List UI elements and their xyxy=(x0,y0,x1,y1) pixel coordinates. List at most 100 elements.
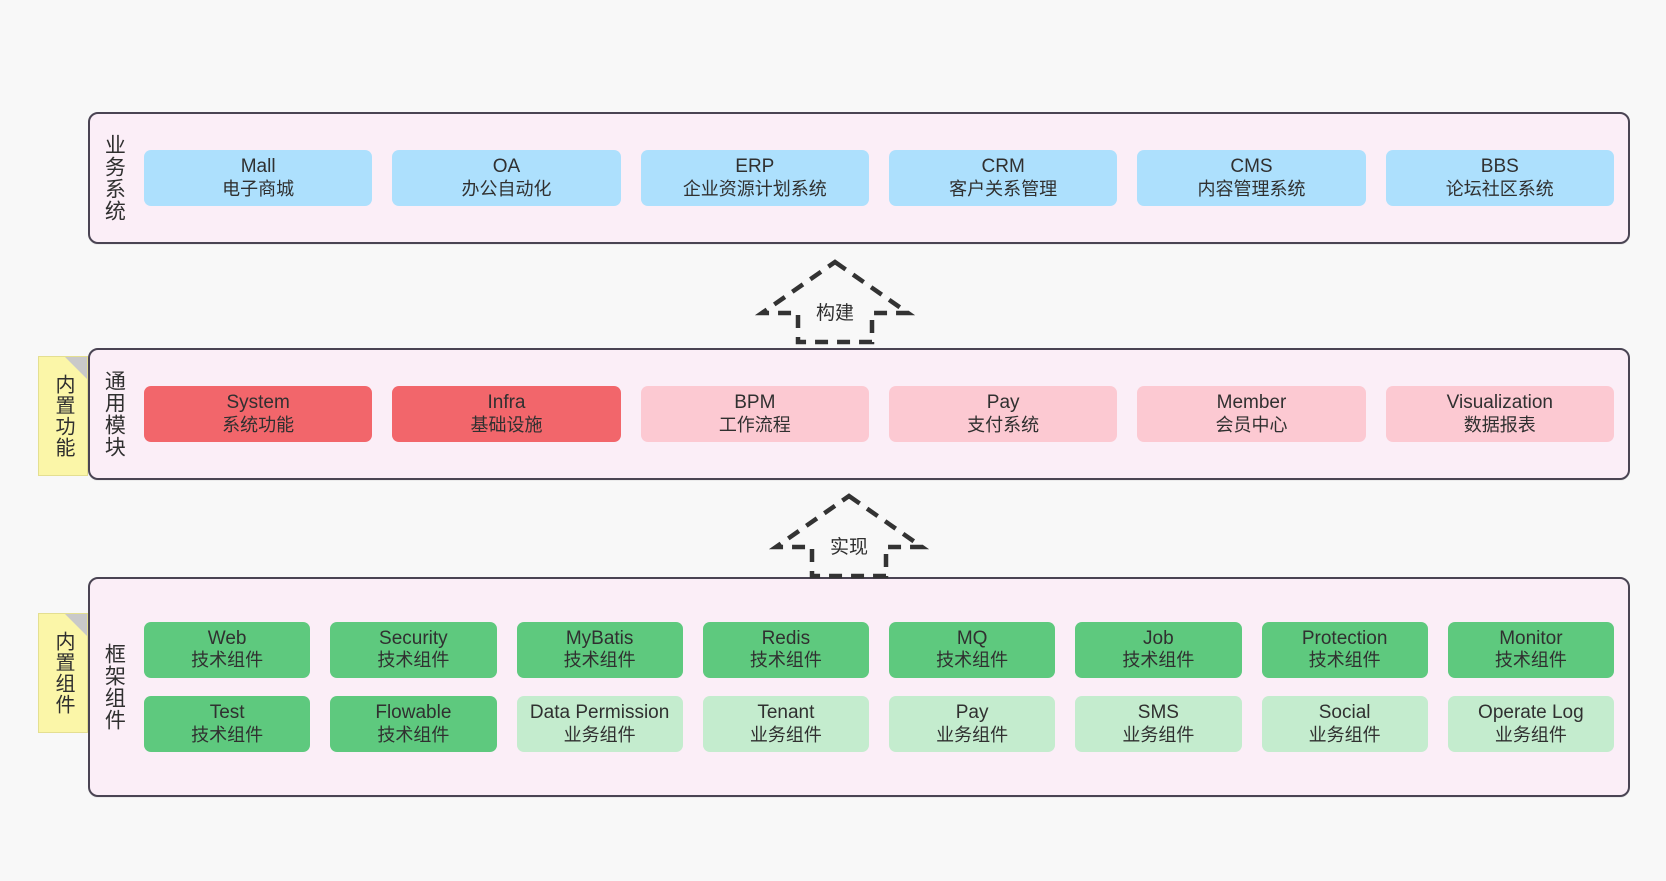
layer-title-framework-component: 框架组件 xyxy=(102,643,126,731)
card-protection[interactable]: Protection 技术组件 xyxy=(1261,621,1428,678)
card-social[interactable]: Social 业务组件 xyxy=(1261,696,1428,753)
arrow-implement: 实现 xyxy=(768,492,930,579)
layer-body-common-module: System 系统功能 Infra 基础设施 BPM 工作流程 Pay 支付系统… xyxy=(136,350,1628,478)
card-subtitle: 内容管理系统 xyxy=(1197,178,1306,199)
card-row: Web 技术组件 Security 技术组件 MyBatis 技术组件 Redi… xyxy=(144,621,1614,678)
card-title: Visualization xyxy=(1446,391,1553,413)
card-row: Mall 电子商城 OA 办公自动化 ERP 企业资源计划系统 CRM 客户关系… xyxy=(144,149,1614,207)
card-erp[interactable]: ERP 企业资源计划系统 xyxy=(640,149,869,207)
card-title: Pay xyxy=(986,391,1020,413)
sticky-note-label: 内置功能 xyxy=(52,374,74,458)
sticky-note-label: 内置组件 xyxy=(52,631,74,715)
card-title: ERP xyxy=(735,155,775,177)
card-web[interactable]: Web 技术组件 xyxy=(144,621,311,678)
card-title: Data Permission xyxy=(529,702,670,723)
card-subtitle: 技术组件 xyxy=(1494,650,1567,671)
card-subtitle: 技术组件 xyxy=(1308,650,1381,671)
card-infra[interactable]: Infra 基础设施 xyxy=(392,385,621,443)
sticky-note-builtin-components: 内置组件 xyxy=(38,613,88,733)
card-subtitle: 数据报表 xyxy=(1463,414,1536,435)
arrow-implement-label: 实现 xyxy=(829,537,869,558)
layer-business-system: 业务系统 Mall 电子商城 OA 办公自动化 ERP 企业资源计划系统 CRM… xyxy=(88,112,1630,244)
card-subtitle: 业务组件 xyxy=(1122,724,1195,745)
card-monitor[interactable]: Monitor 技术组件 xyxy=(1447,621,1614,678)
card-oa[interactable]: OA 办公自动化 xyxy=(392,149,621,207)
card-title: Tenant xyxy=(757,702,815,723)
layer-title-common-module: 通用模块 xyxy=(102,370,126,458)
card-subtitle: 电子商城 xyxy=(222,178,295,199)
card-subtitle: 系统功能 xyxy=(222,414,295,435)
card-title: System xyxy=(226,391,290,413)
card-subtitle: 论坛社区系统 xyxy=(1445,178,1554,199)
card-job[interactable]: Job 技术组件 xyxy=(1075,621,1242,678)
card-subtitle: 支付系统 xyxy=(967,414,1040,435)
card-title: Redis xyxy=(761,627,811,649)
card-subtitle: 技术组件 xyxy=(191,724,264,745)
card-member[interactable]: Member 会员中心 xyxy=(1137,385,1366,443)
card-title: Test xyxy=(209,702,245,723)
card-subtitle: 技术组件 xyxy=(563,650,636,671)
arrow-implement-shape xyxy=(768,493,930,579)
card-subtitle: 业务组件 xyxy=(563,724,636,745)
card-subtitle: 企业资源计划系统 xyxy=(682,178,827,199)
card-title: BPM xyxy=(734,391,776,413)
card-title: Job xyxy=(1143,627,1174,649)
card-title: Social xyxy=(1318,702,1371,723)
card-row: System 系统功能 Infra 基础设施 BPM 工作流程 Pay 支付系统… xyxy=(144,385,1614,443)
card-operate-log[interactable]: Operate Log 业务组件 xyxy=(1447,696,1614,753)
card-title: Protection xyxy=(1301,627,1388,649)
card-cms[interactable]: CMS 内容管理系统 xyxy=(1137,149,1366,207)
card-title: Operate Log xyxy=(1478,702,1584,723)
card-pay[interactable]: Pay 支付系统 xyxy=(888,385,1118,443)
card-mall[interactable]: Mall 电子商城 xyxy=(144,149,373,207)
card-test[interactable]: Test 技术组件 xyxy=(144,696,311,753)
layer-body-business-system: Mall 电子商城 OA 办公自动化 ERP 企业资源计划系统 CRM 客户关系… xyxy=(136,114,1628,242)
note-fold-icon xyxy=(65,357,87,379)
card-title: Infra xyxy=(487,391,526,413)
card-bbs[interactable]: BBS 论坛社区系统 xyxy=(1385,149,1614,207)
card-mq[interactable]: MQ 技术组件 xyxy=(889,621,1056,678)
card-data-permission[interactable]: Data Permission 业务组件 xyxy=(516,696,683,753)
card-pay-business[interactable]: Pay 业务组件 xyxy=(889,696,1056,753)
card-subtitle: 技术组件 xyxy=(749,650,822,671)
card-system[interactable]: System 系统功能 xyxy=(144,385,373,443)
card-visualization[interactable]: Visualization 数据报表 xyxy=(1385,385,1614,443)
card-subtitle: 客户关系管理 xyxy=(949,178,1058,199)
card-tenant[interactable]: Tenant 业务组件 xyxy=(702,696,869,753)
card-sms[interactable]: SMS 业务组件 xyxy=(1075,696,1242,753)
layer-title-business-system: 业务系统 xyxy=(102,134,126,222)
card-crm[interactable]: CRM 客户关系管理 xyxy=(888,149,1118,207)
arrow-build-label: 构建 xyxy=(815,303,855,324)
card-mybatis[interactable]: MyBatis 技术组件 xyxy=(516,621,683,678)
card-title: Pay xyxy=(955,702,989,723)
card-row: Test 技术组件 Flowable 技术组件 Data Permission … xyxy=(144,696,1614,753)
card-title: MyBatis xyxy=(565,627,634,649)
card-subtitle: 办公自动化 xyxy=(461,178,552,199)
card-flowable[interactable]: Flowable 技术组件 xyxy=(330,696,497,753)
card-title: Security xyxy=(379,627,448,649)
layer-body-framework-component: Web 技术组件 Security 技术组件 MyBatis 技术组件 Redi… xyxy=(136,579,1628,795)
sticky-note-builtin-functions: 内置功能 xyxy=(38,356,88,476)
card-title: MQ xyxy=(956,627,988,649)
card-title: OA xyxy=(492,155,521,177)
layer-framework-component: 框架组件 Web 技术组件 Security 技术组件 MyBatis 技术组件… xyxy=(88,577,1630,797)
note-fold-icon xyxy=(65,614,87,636)
card-security[interactable]: Security 技术组件 xyxy=(330,621,497,678)
card-title: Mall xyxy=(240,155,276,177)
card-title: Flowable xyxy=(375,702,452,723)
card-subtitle: 技术组件 xyxy=(377,650,450,671)
card-title: CRM xyxy=(981,155,1025,177)
card-redis[interactable]: Redis 技术组件 xyxy=(702,621,869,678)
card-subtitle: 业务组件 xyxy=(1308,724,1381,745)
card-subtitle: 业务组件 xyxy=(936,724,1009,745)
card-subtitle: 技术组件 xyxy=(191,650,264,671)
arrow-build: 构建 xyxy=(754,258,916,345)
card-title: CMS xyxy=(1230,155,1273,177)
card-subtitle: 工作流程 xyxy=(718,414,791,435)
card-subtitle: 技术组件 xyxy=(377,724,450,745)
layer-common-module: 通用模块 System 系统功能 Infra 基础设施 BPM 工作流程 Pay… xyxy=(88,348,1630,480)
card-bpm[interactable]: BPM 工作流程 xyxy=(640,385,869,443)
card-title: Member xyxy=(1216,391,1287,413)
card-subtitle: 会员中心 xyxy=(1215,414,1288,435)
